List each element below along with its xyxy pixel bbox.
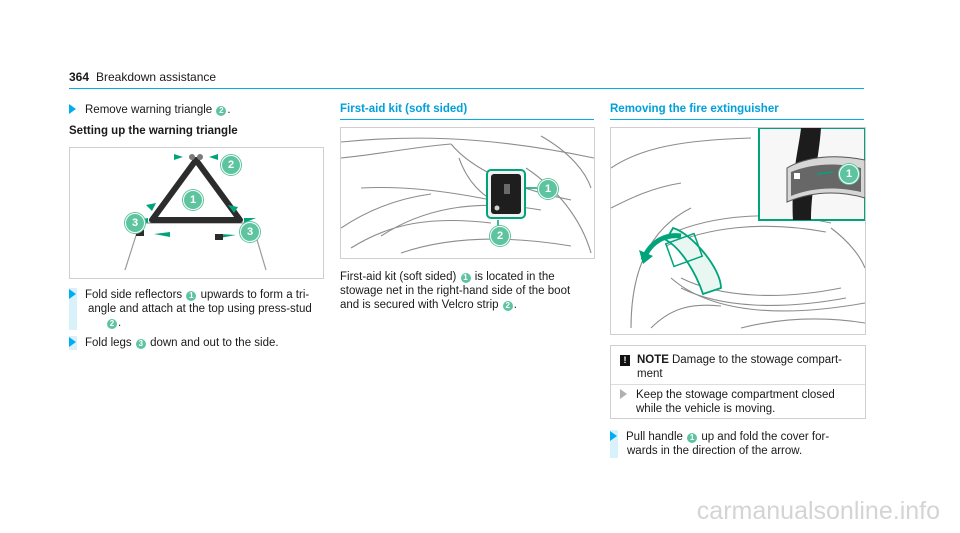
figure-callout-2: 2 [490,226,510,246]
figure-callout-1: 1 [538,179,558,199]
page-number: 364 [69,70,90,84]
first-aid-kit-figure: 1 2 [340,127,595,259]
figure-callout-1: 1 [183,190,203,210]
warning-triangle-illustration [124,154,267,271]
section-rule [610,119,864,120]
watermark: carmanualsonline.info [696,497,940,525]
subheading-setting-up: Setting up the warning triangle [69,125,238,137]
figure-callout-3-left: 3 [125,213,145,233]
section-title-first-aid: First-aid kit (soft sided) [340,103,468,115]
page-section-title: Breakdown assistance [96,70,217,84]
step-arrow-icon [69,104,76,114]
figure-callout-3-right: 3 [240,222,260,242]
note-action: Keep the stowage compartment closed whil… [620,388,835,416]
warning-icon: ! [620,355,630,366]
note-label: NOTE [637,354,669,366]
step-arrow-icon [69,337,76,347]
marker-1: 1 [687,433,698,443]
marker-2: 2 [107,319,117,329]
fire-extinguisher-figure: 1 [610,127,866,335]
step-arrow-icon [610,431,617,441]
step-remove-triangle: Remove warning triangle 2. [69,103,231,117]
marker-2: 2 [216,106,227,116]
section-rule [340,119,594,120]
step-fold-reflectors: Fold side reflectors 1 upwards to form a… [69,288,329,330]
marker-1: 1 [186,291,197,301]
step-bar [69,288,77,330]
first-aid-paragraph: First-aid kit (soft sided) 1 is located … [340,271,571,311]
header-rule [69,88,864,89]
step-bar [610,430,618,458]
marker-1: 1 [460,273,471,283]
note-separator [611,384,865,385]
warning-triangle-figure: 2 1 3 3 [69,147,324,279]
step-pull-handle: Pull handle 1 up and fold the cover for-… [610,430,870,458]
step-fold-legs: Fold legs 3 down and out to the side. [69,336,279,350]
figure-callout-1: 1 [839,164,859,184]
boot-illustration [340,135,595,254]
note-title: Damage to the stowage compart- [671,354,842,366]
marker-2: 2 [502,301,513,311]
stowage-illustration [610,127,866,329]
step-arrow-icon [620,389,627,399]
section-title-fire-extinguisher: Removing the fire extinguisher [610,103,779,115]
marker-3: 3 [135,339,146,349]
step-arrow-icon [69,289,76,299]
figure-callout-2: 2 [221,155,241,175]
